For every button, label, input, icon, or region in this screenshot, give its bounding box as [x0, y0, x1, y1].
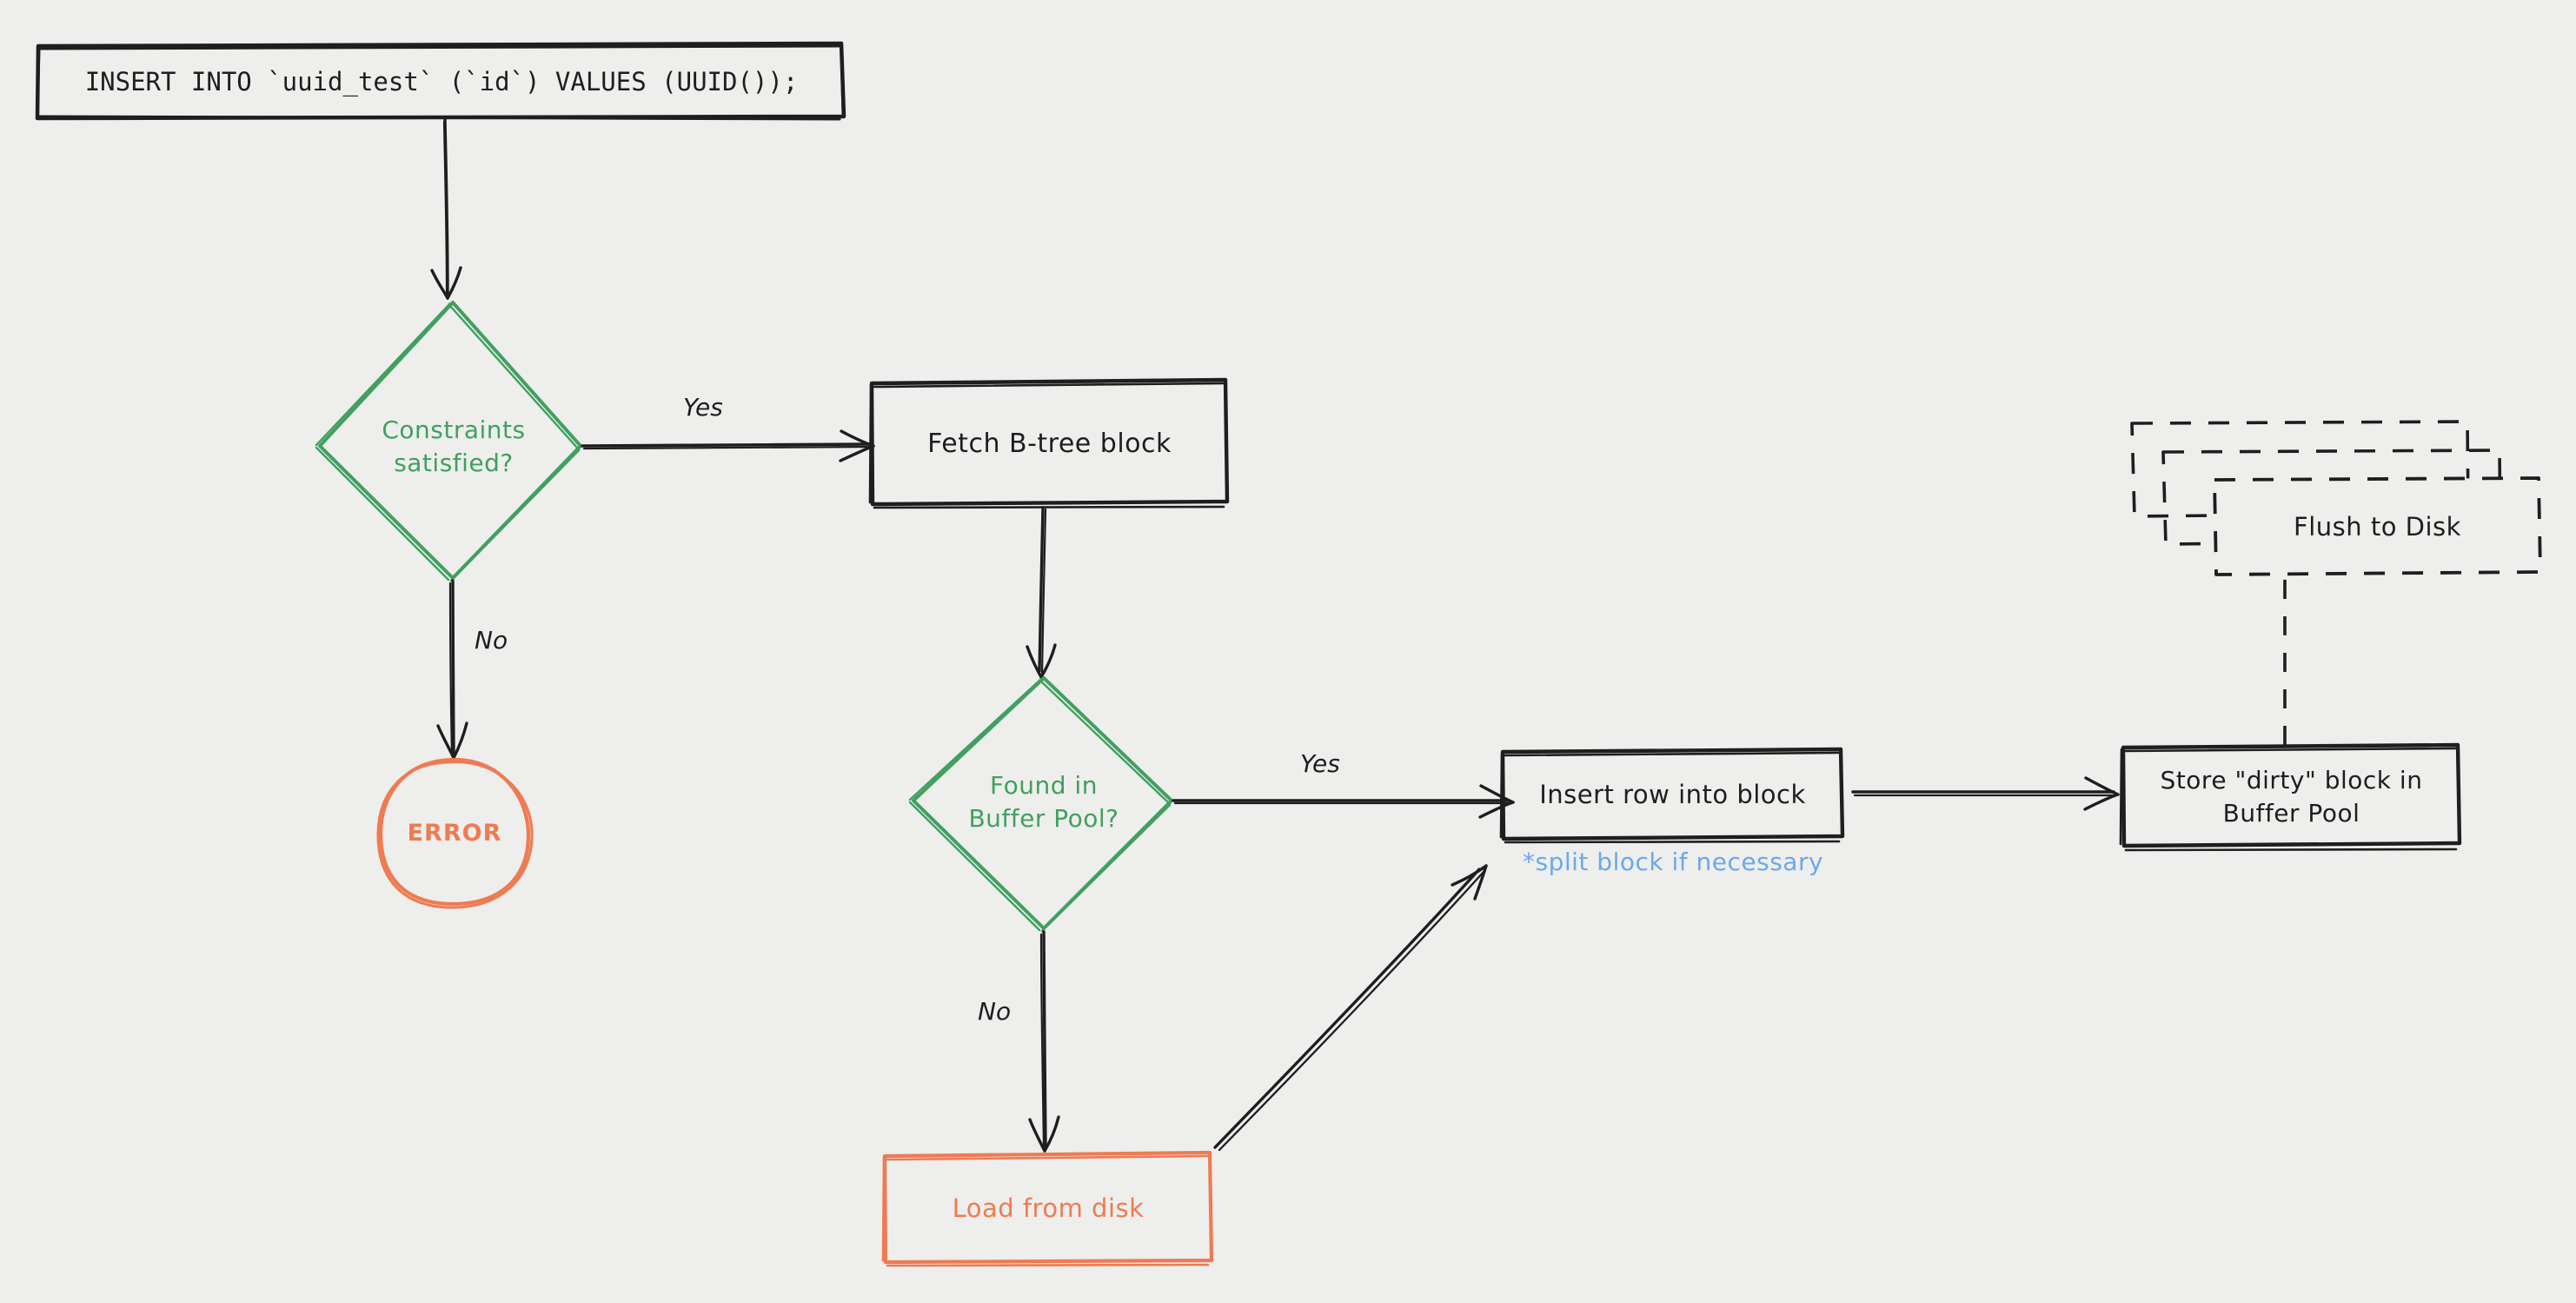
node-fetch-btree-block[interactable] [868, 377, 1230, 509]
node-sql-statement[interactable] [35, 41, 846, 121]
node-found-in-buffer-pool[interactable] [908, 676, 1173, 933]
edge-found-yes [1172, 784, 1515, 819]
edge-load-to-insert [1213, 864, 1488, 1152]
edge-fetch-to-found [1026, 506, 1057, 679]
edge-sql-to-constraints [430, 117, 462, 300]
node-constraints-satisfied[interactable] [315, 301, 582, 582]
node-load-from-disk[interactable] [881, 1150, 1214, 1267]
node-flush-to-disk[interactable] [2213, 476, 2542, 576]
node-store-dirty-block[interactable] [2119, 742, 2462, 852]
edge-insert-to-store [1851, 776, 2120, 811]
edge-constraints-no [436, 579, 468, 760]
node-error[interactable] [376, 757, 534, 909]
node-insert-row-into-block[interactable] [1499, 747, 1845, 844]
edge-constraints-yes [581, 429, 875, 462]
edge-found-no [1028, 930, 1060, 1153]
